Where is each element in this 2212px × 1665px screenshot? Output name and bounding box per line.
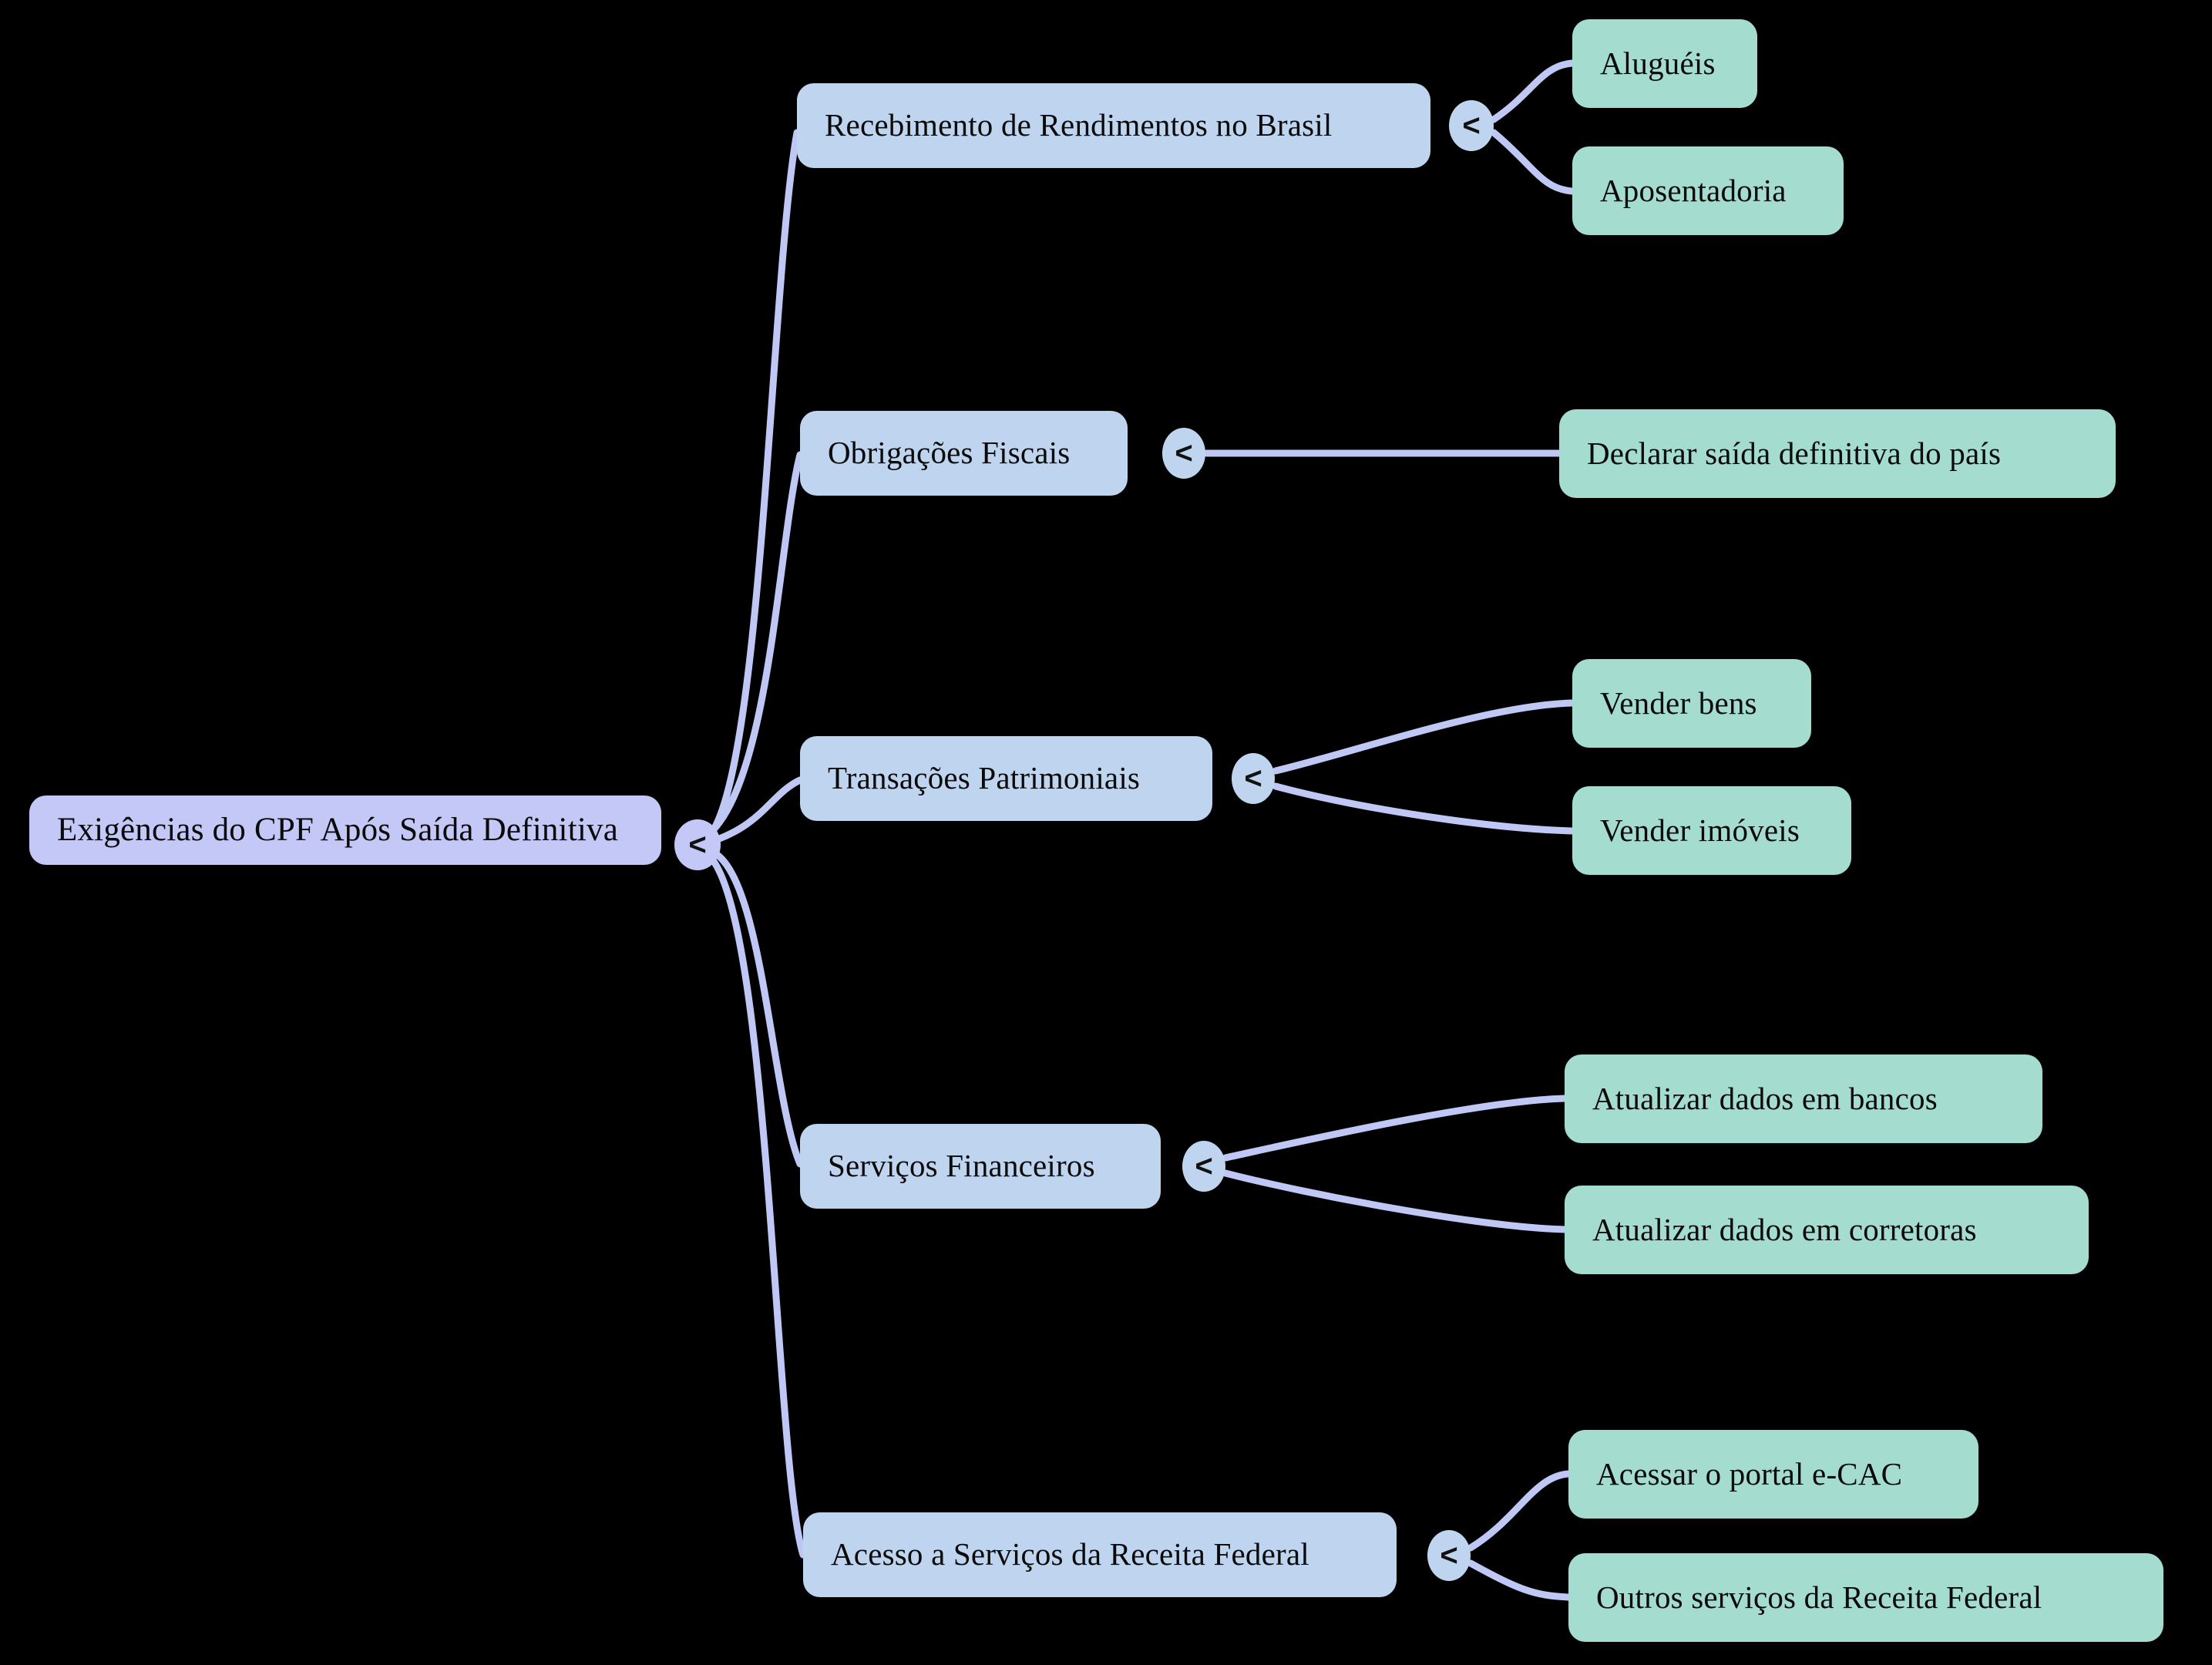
edge-branch-4-to-leaf-2 — [1222, 1169, 1568, 1233]
leaf-node-declarar-saida-definitiva-do-pais[interactable]: Declarar saída definitiva do país — [1559, 409, 2116, 498]
leaf-node-atualizar-dados-em-bancos[interactable]: Atualizar dados em bancos — [1565, 1054, 2042, 1143]
edge-branch-5-to-leaf-2 — [1467, 1559, 1572, 1601]
branch-connector-icon-2[interactable]: < — [1162, 428, 1205, 479]
root-connector-icon[interactable]: < — [674, 819, 721, 870]
edge-branch-3-to-leaf-2 — [1272, 782, 1576, 835]
leaf-node-vender-bens[interactable]: Vender bens — [1572, 659, 1811, 748]
edge-root-to-branch-2 — [705, 451, 804, 838]
root-node[interactable]: Exigências do CPF Após Saída Definitiva — [29, 796, 661, 865]
leaf-node-label: Outros serviços da Receita Federal — [1596, 1579, 2042, 1615]
leaf-node-outros-servicos-da-receita-federal[interactable]: Outros serviços da Receita Federal — [1568, 1553, 2163, 1642]
branch-node-label: Obrigações Fiscais — [828, 435, 1071, 471]
branch-node-label: Recebimento de Rendimentos no Brasil — [825, 107, 1333, 143]
leaf-node-label: Declarar saída definitiva do país — [1587, 435, 2002, 471]
leaf-node-label: Aposentadoria — [1600, 172, 1787, 208]
edge-branch-5-to-leaf-1 — [1467, 1470, 1572, 1552]
leaf-node-label: Aluguéis — [1600, 45, 1716, 81]
edge-root-to-branch-3 — [707, 776, 804, 846]
leaf-node-acessar-o-portal-e-cac[interactable]: Acessar o portal e-CAC — [1568, 1430, 1978, 1519]
edge-branch-1-to-leaf-2 — [1490, 129, 1576, 195]
leaf-node-label: Acessar o portal e-CAC — [1596, 1455, 1903, 1492]
edge-root-to-branch-5 — [705, 852, 807, 1559]
branch-connector-icon-4[interactable]: < — [1182, 1141, 1225, 1192]
branch-connector-icon-5[interactable]: < — [1427, 1530, 1471, 1581]
edge-root-to-branch-1 — [705, 129, 801, 840]
chevron-left-icon: < — [1175, 436, 1193, 470]
branch-node-servicos-financeiros[interactable]: Serviços Financeiros — [800, 1124, 1161, 1209]
branch-node-label: Acesso a Serviços da Receita Federal — [831, 1536, 1309, 1572]
branch-node-transacoes-patrimoniais[interactable]: Transações Patrimoniais — [800, 736, 1212, 821]
chevron-left-icon: < — [1195, 1149, 1213, 1183]
chevron-left-icon: < — [1462, 109, 1481, 143]
leaf-node-vender-imoveis[interactable]: Vender imóveis — [1572, 786, 1851, 875]
edge-root-to-branch-4 — [707, 847, 804, 1168]
chevron-left-icon: < — [1244, 762, 1262, 796]
branch-connector-icon-1[interactable]: < — [1449, 100, 1494, 151]
leaf-node-label: Atualizar dados em corretoras — [1592, 1211, 1977, 1247]
branch-node-acesso-a-servicos-da-receita-federal[interactable]: Acesso a Serviços da Receita Federal — [803, 1512, 1397, 1597]
leaf-node-alugueis[interactable]: Aluguéis — [1572, 19, 1757, 108]
leaf-node-aposentadoria[interactable]: Aposentadoria — [1572, 146, 1844, 235]
branch-connector-icon-3[interactable]: < — [1232, 753, 1275, 804]
edge-branch-4-to-leaf-1 — [1222, 1095, 1568, 1162]
root-node-label: Exigências do CPF Após Saída Definitiva — [57, 812, 618, 849]
chevron-left-icon: < — [1440, 1539, 1458, 1572]
branch-node-label: Serviços Financeiros — [828, 1148, 1095, 1184]
leaf-node-atualizar-dados-em-corretoras[interactable]: Atualizar dados em corretoras — [1565, 1186, 2089, 1274]
branch-node-label: Transações Patrimoniais — [828, 760, 1141, 796]
branch-node-recebimento-de-rendimentos-no-brasil[interactable]: Recebimento de Rendimentos no Brasil — [797, 83, 1430, 168]
leaf-node-label: Atualizar dados em bancos — [1592, 1080, 1938, 1116]
chevron-left-icon: < — [688, 828, 707, 862]
leaf-node-label: Vender bens — [1600, 684, 1757, 721]
edge-branch-1-to-leaf-1 — [1490, 59, 1576, 123]
leaf-node-label: Vender imóveis — [1600, 812, 1800, 848]
edge-branch-3-to-leaf-1 — [1272, 699, 1576, 775]
branch-node-obrigacoes-fiscais[interactable]: Obrigações Fiscais — [800, 411, 1128, 496]
